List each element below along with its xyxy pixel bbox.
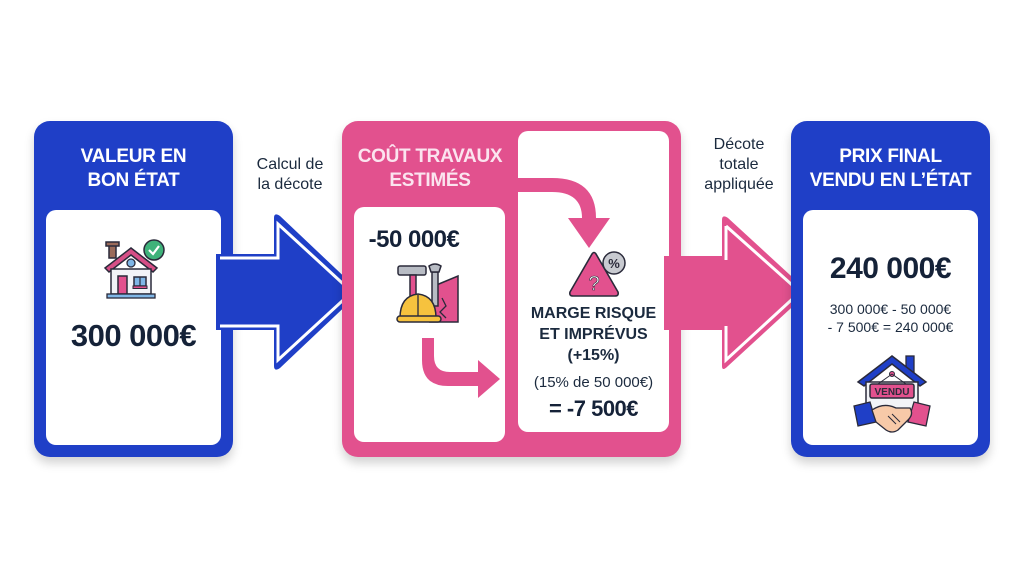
marge-title: MARGE RISQUE ET IMPRÉVUS (+15%): [518, 303, 669, 366]
title-line: ET IMPRÉVUS: [539, 326, 648, 343]
title-line: MARGE RISQUE: [530, 305, 657, 322]
title-line: ESTIMÉS: [389, 170, 471, 191]
title-line: BON ÉTAT: [87, 170, 180, 191]
curved-arrow-icon: [418, 338, 502, 400]
label-line: appliquée: [704, 176, 774, 193]
valeur-amount: 300 000€: [70, 318, 197, 353]
card-title: PRIX FINAL VENDU EN L’ÉTAT: [791, 145, 990, 193]
warning-percent-icon: ? %: [566, 250, 628, 300]
tools-helmet-icon: [396, 262, 462, 328]
formula-line: - 7 500€ = 240 000€: [827, 319, 954, 335]
label-line: la décote: [257, 176, 323, 193]
house-check-icon: [97, 238, 169, 304]
arrow-right-icon: [216, 210, 362, 374]
label-line: Calcul de: [256, 156, 324, 173]
label-line: totale: [719, 156, 759, 173]
title-line: (+15%): [567, 347, 620, 364]
sign-text: VENDU: [874, 387, 909, 398]
svg-text:%: %: [608, 256, 620, 271]
marge-amount: = -7 500€: [548, 396, 639, 421]
final-amount: 240 000€: [829, 252, 952, 285]
connector-label-calcul: Calcul de la décote: [240, 155, 340, 195]
title-line: VENDU EN L’ÉTAT: [809, 170, 972, 191]
connector-label-decote: Décote totale appliquée: [684, 135, 794, 195]
label-line: Décote: [713, 136, 765, 153]
final-formula: 300 000€ - 50 000€ - 7 500€ = 240 000€: [803, 300, 978, 336]
curved-arrow-down-icon: [518, 178, 614, 250]
formula-line: 300 000€ - 50 000€: [829, 301, 952, 317]
arrow-right-icon: [664, 212, 810, 374]
card-body-travaux: [354, 207, 505, 442]
travaux-amount: -50 000€: [368, 226, 460, 253]
card-title: VALEUR EN BON ÉTAT: [34, 145, 233, 193]
sold-house-handshake-icon: VENDU: [852, 352, 932, 436]
title-line: PRIX FINAL: [839, 146, 942, 167]
card-title: COÛT TRAVAUX ESTIMÉS: [346, 145, 514, 193]
card-valeur-bon-etat: VALEUR EN BON ÉTAT: [34, 121, 233, 457]
title-line: VALEUR EN: [80, 146, 187, 167]
title-line: COÛT TRAVAUX: [357, 146, 503, 167]
svg-text:?: ?: [588, 273, 599, 295]
marge-detail: (15% de 50 000€): [533, 374, 654, 391]
